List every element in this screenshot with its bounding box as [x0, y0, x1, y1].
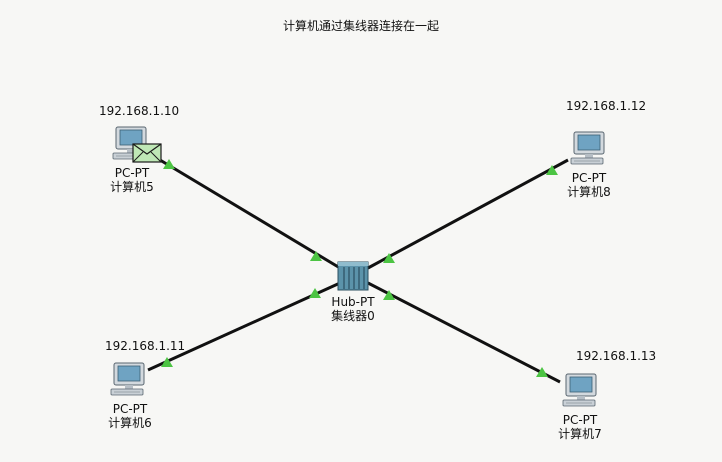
link-light-hub0-pc5 [310, 251, 322, 261]
ip-label-pc5: 192.168.1.10 [99, 104, 180, 118]
device-label-pc6[interactable]: PC-PT 计算机6 [95, 402, 165, 430]
pc-icon[interactable] [562, 373, 597, 407]
ip-label-pc6: 192.168.1.11 [105, 339, 186, 353]
cables [147, 158, 569, 384]
envelope-icon[interactable] [132, 143, 162, 163]
device-name: 计算机7 [558, 427, 602, 441]
device-label-pc8[interactable]: PC-PT 计算机8 [554, 171, 624, 199]
device-model: PC-PT [112, 402, 148, 416]
cable-pc7-hub0[interactable] [367, 281, 561, 384]
pc-icon[interactable] [110, 362, 145, 396]
cable-pc5-hub0[interactable] [159, 158, 341, 270]
device-name: 集线器0 [331, 309, 375, 323]
device-label-pc7[interactable]: PC-PT 计算机7 [545, 413, 615, 441]
link-light-pc6 [161, 357, 173, 367]
link-light-pc8 [546, 165, 558, 175]
device-label-pc5[interactable]: PC-PT 计算机5 [97, 166, 167, 194]
device-model: PC-PT [114, 166, 150, 180]
link-light-hub0-pc6 [309, 288, 321, 298]
link-light-pc7 [536, 367, 548, 377]
device-label-hub0[interactable]: Hub-PT 集线器0 [318, 295, 388, 323]
topology-title: 计算机通过集线器连接在一起 [282, 19, 439, 33]
cable-pc6-hub0[interactable] [147, 281, 341, 372]
hub-icon[interactable] [337, 261, 369, 291]
link-light-pc5 [163, 159, 175, 169]
cable-pc8-hub0[interactable] [367, 158, 569, 270]
device-model: PC-PT [571, 171, 607, 185]
link-lights [161, 159, 558, 377]
link-light-hub0-pc8 [383, 253, 395, 263]
pc-icon[interactable] [570, 131, 605, 165]
link-light-hub0-pc7 [383, 290, 395, 300]
ip-label-pc7: 192.168.1.13 [576, 349, 657, 363]
device-name: 计算机6 [108, 416, 152, 430]
device-name: 计算机5 [110, 180, 154, 194]
device-model: PC-PT [562, 413, 598, 427]
device-name: 计算机8 [567, 185, 611, 199]
device-model: Hub-PT [331, 295, 375, 309]
ip-label-pc8: 192.168.1.12 [566, 99, 647, 113]
